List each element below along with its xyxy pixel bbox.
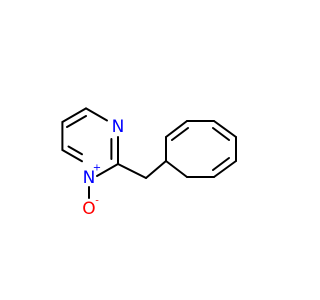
bond-c2-ch2	[117, 163, 147, 179]
molecule-structure: N N + O -	[61, 107, 237, 219]
bond-ph-2	[165, 120, 188, 138]
bond-c4-c5	[61, 107, 87, 123]
bond-ph-4-inner	[212, 127, 230, 141]
bond-c4-n3	[85, 107, 108, 122]
bond-c2-n1	[96, 163, 119, 177]
bond-ph-6	[213, 160, 237, 178]
atom-o-label: O	[82, 199, 95, 219]
bond-c6-n1-inner	[67, 145, 83, 156]
atom-n3-label: N	[112, 117, 125, 137]
atom-o-charge: -	[95, 196, 99, 207]
bond-c4-c5-inner	[66, 115, 87, 128]
bond-ph-4	[213, 120, 237, 138]
bond-ph-2-inner	[171, 127, 189, 141]
bond-ph-6-inner	[212, 157, 230, 171]
bond-ch2-ph	[145, 160, 167, 179]
bond-c6-n1	[61, 149, 83, 163]
bond-ph-8	[165, 160, 188, 178]
atom-n1-label: N	[83, 168, 96, 188]
atom-n1-charge: +	[93, 163, 101, 174]
